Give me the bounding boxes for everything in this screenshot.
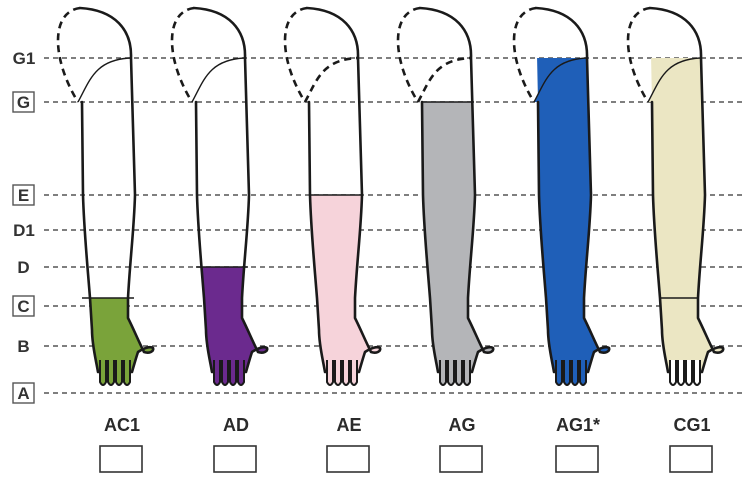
finger (222, 360, 228, 385)
select-box-ag1-star[interactable] (556, 446, 598, 472)
shoulder-line (192, 58, 244, 102)
finger (464, 360, 470, 385)
finger (572, 360, 578, 385)
arm-ag1-star (514, 8, 609, 385)
sleeve-name-ag1-star: AG1* (556, 415, 600, 435)
finger (335, 360, 341, 385)
finger (327, 360, 333, 385)
finger (670, 360, 676, 385)
sleeve-name-ad: AD (223, 415, 249, 435)
finger (351, 360, 357, 385)
finger (686, 360, 692, 385)
select-box-ag[interactable] (440, 446, 482, 472)
shoulder-line (78, 58, 130, 102)
select-box-ac1[interactable] (100, 446, 142, 472)
finger (100, 360, 106, 385)
select-box-ad[interactable] (214, 446, 256, 472)
shoulder-cap (628, 8, 650, 102)
finger (124, 360, 130, 385)
finger (116, 360, 122, 385)
arm-ae (285, 8, 380, 385)
finger (440, 360, 446, 385)
finger (448, 360, 454, 385)
finger (238, 360, 244, 385)
finger (580, 360, 586, 385)
sleeve-name-ag: AG (449, 415, 476, 435)
arm-cg1 (628, 8, 723, 385)
finger (456, 360, 462, 385)
level-label-a: A (17, 384, 29, 403)
finger (214, 360, 220, 385)
finger (564, 360, 570, 385)
shoulder-cap (514, 8, 536, 102)
finger (230, 360, 236, 385)
shoulder-cap (398, 8, 420, 102)
level-label-d: D (17, 258, 29, 277)
finger (694, 360, 700, 385)
arm-ad (172, 8, 267, 385)
shoulder-line (418, 58, 470, 102)
arm-ac1 (58, 8, 153, 385)
shoulder-line (305, 58, 357, 102)
shoulder-cap (285, 8, 307, 102)
sleeve-name-cg1: CG1 (673, 415, 710, 435)
sleeve-name-ac1: AC1 (104, 415, 140, 435)
shoulder-cap (172, 8, 194, 102)
select-box-cg1[interactable] (670, 446, 712, 472)
sleeve-name-ae: AE (336, 415, 361, 435)
level-label-b: B (17, 337, 29, 356)
arm-ag (398, 8, 493, 385)
finger (556, 360, 562, 385)
level-label-g: G (17, 93, 30, 112)
finger (108, 360, 114, 385)
select-box-ae[interactable] (327, 446, 369, 472)
level-label-c: C (17, 297, 29, 316)
finger (678, 360, 684, 385)
finger (343, 360, 349, 385)
level-label-d1: D1 (13, 221, 35, 240)
level-label-g1: G1 (13, 49, 36, 68)
level-label-e: E (18, 186, 29, 205)
shoulder-cap (58, 8, 80, 102)
